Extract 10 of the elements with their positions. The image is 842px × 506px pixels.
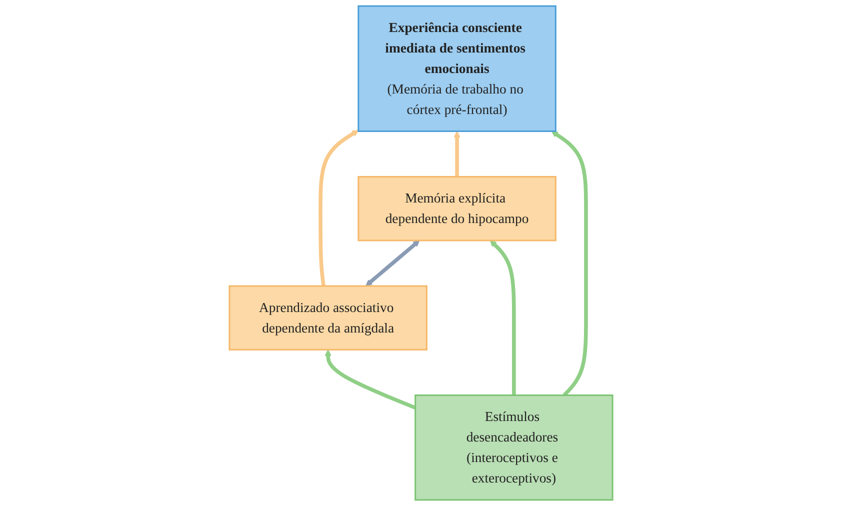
- arrow: [318, 130, 359, 286]
- arrow: [324, 349, 416, 410]
- node-box: Memória explícita dependente do hipocampo: [358, 176, 556, 242]
- arrow: [490, 240, 516, 396]
- arrow: [454, 130, 460, 177]
- arrow: [366, 240, 420, 286]
- node-box: Aprendizado associativo dependente da amígdala: [228, 285, 428, 350]
- arrow: [551, 130, 588, 397]
- node-box: Experiência consciente imediata de sentimentos emocionais (Memória de trabalho no córtex pré-frontal): [358, 5, 556, 132]
- node-box: Estímulos desencadeadores (interoceptivos e exteroceptivos): [414, 394, 614, 501]
